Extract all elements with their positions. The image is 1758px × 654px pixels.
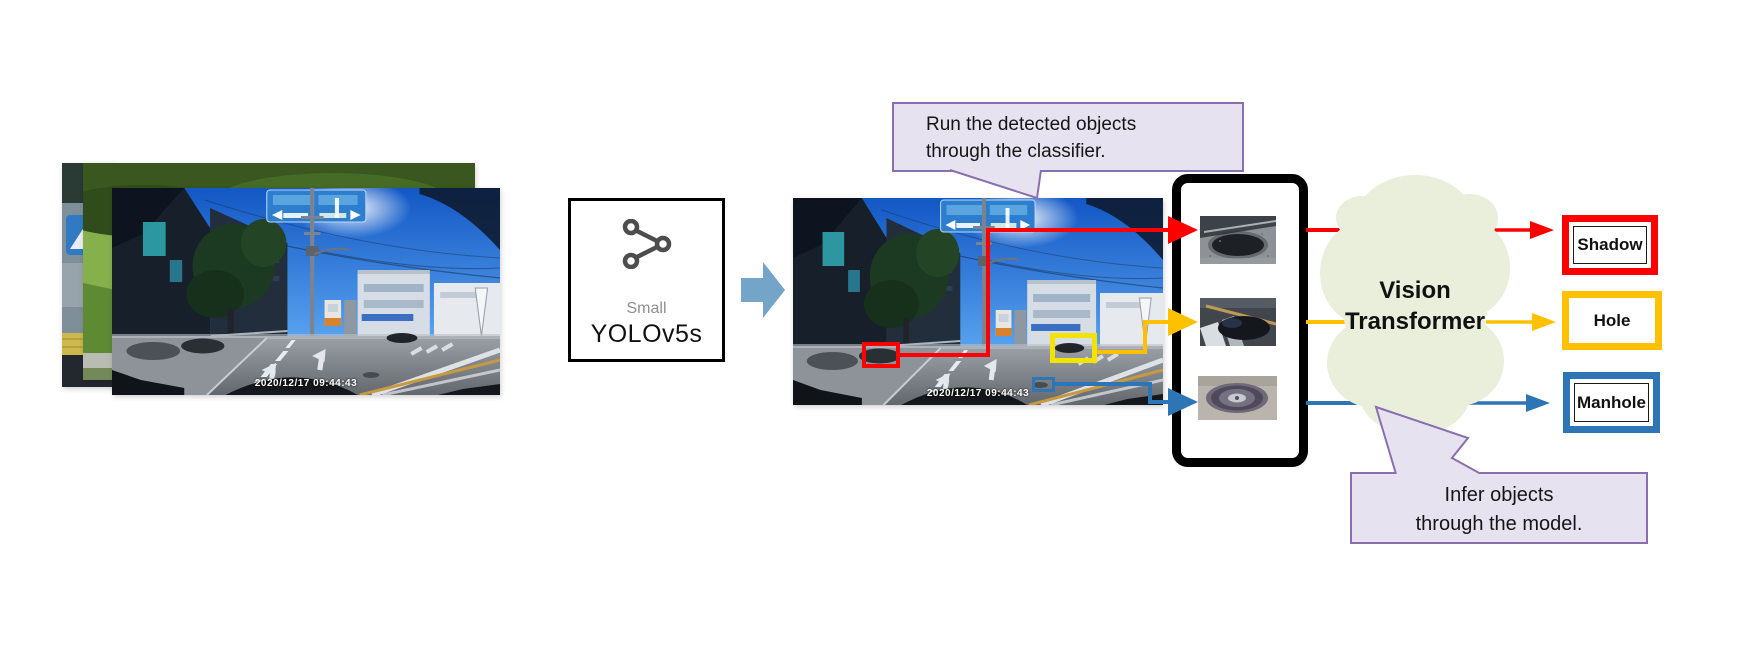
callout-infer-model: Infer objects through the model.	[1350, 472, 1648, 544]
callout-bottom-line1: Infer objects	[1444, 484, 1554, 506]
vision-transformer-line1: Vision	[1379, 277, 1451, 304]
classifier-to-manhole-arrowhead	[1526, 394, 1550, 412]
output-box-shadow: Shadow	[1562, 215, 1658, 275]
callout-bottom-line2: through the model.	[1415, 513, 1583, 535]
timestamp-label: 2020/12/17 09:44:43	[254, 378, 358, 389]
share-nodes-icon	[622, 219, 671, 269]
callout-run-classifier: Run the detected objects through the cla…	[892, 102, 1244, 172]
hole-crop-image	[1200, 298, 1276, 346]
bbox-manhole	[1032, 377, 1055, 392]
output-label-shadow: Shadow	[1577, 235, 1643, 254]
yolo-model-box: Small YOLOv5s	[568, 198, 725, 362]
dashcam-photo-front: 2020/12/17 09:44:43	[112, 188, 500, 395]
output-inner-outline	[1574, 383, 1649, 422]
vision-transformer-line2: Transformer	[1344, 308, 1486, 335]
detection-image: 2020/12/17 09:44:43	[793, 198, 1163, 405]
street-scene-image	[112, 188, 500, 395]
yolo-name-label: YOLOv5s	[590, 320, 703, 348]
bbox-shadow	[862, 342, 900, 368]
callout-top-line2: through the classifier.	[926, 141, 1106, 162]
callout-top-line1: Run the detected objects	[926, 114, 1137, 135]
output-box-hole: Hole	[1562, 291, 1662, 350]
vision-transformer-cloud: Vision Transformer	[1320, 163, 1510, 439]
street-scene-image	[793, 198, 1163, 405]
vision-transformer-label: Vision Transformer	[1320, 275, 1510, 337]
shadow-crop-image	[1200, 216, 1276, 264]
timestamp-label: 2020/12/17 09:44:43	[926, 388, 1030, 399]
output-label-manhole: Manhole	[1577, 392, 1646, 412]
manhole-crop-image	[1198, 376, 1277, 420]
cloud-shape	[1320, 175, 1510, 435]
right-block-arrow-icon	[741, 262, 785, 318]
output-label-hole: Hole	[1593, 310, 1631, 330]
classifier-to-hole-arrowhead	[1532, 313, 1556, 331]
bbox-hole	[1050, 333, 1097, 363]
output-box-manhole: Manhole	[1563, 372, 1660, 433]
classifier-to-shadow-arrowhead	[1530, 221, 1554, 239]
yolo-size-label: Small	[626, 300, 667, 317]
output-inner-outline	[1573, 226, 1647, 264]
callout-top-tail	[949, 169, 1042, 200]
